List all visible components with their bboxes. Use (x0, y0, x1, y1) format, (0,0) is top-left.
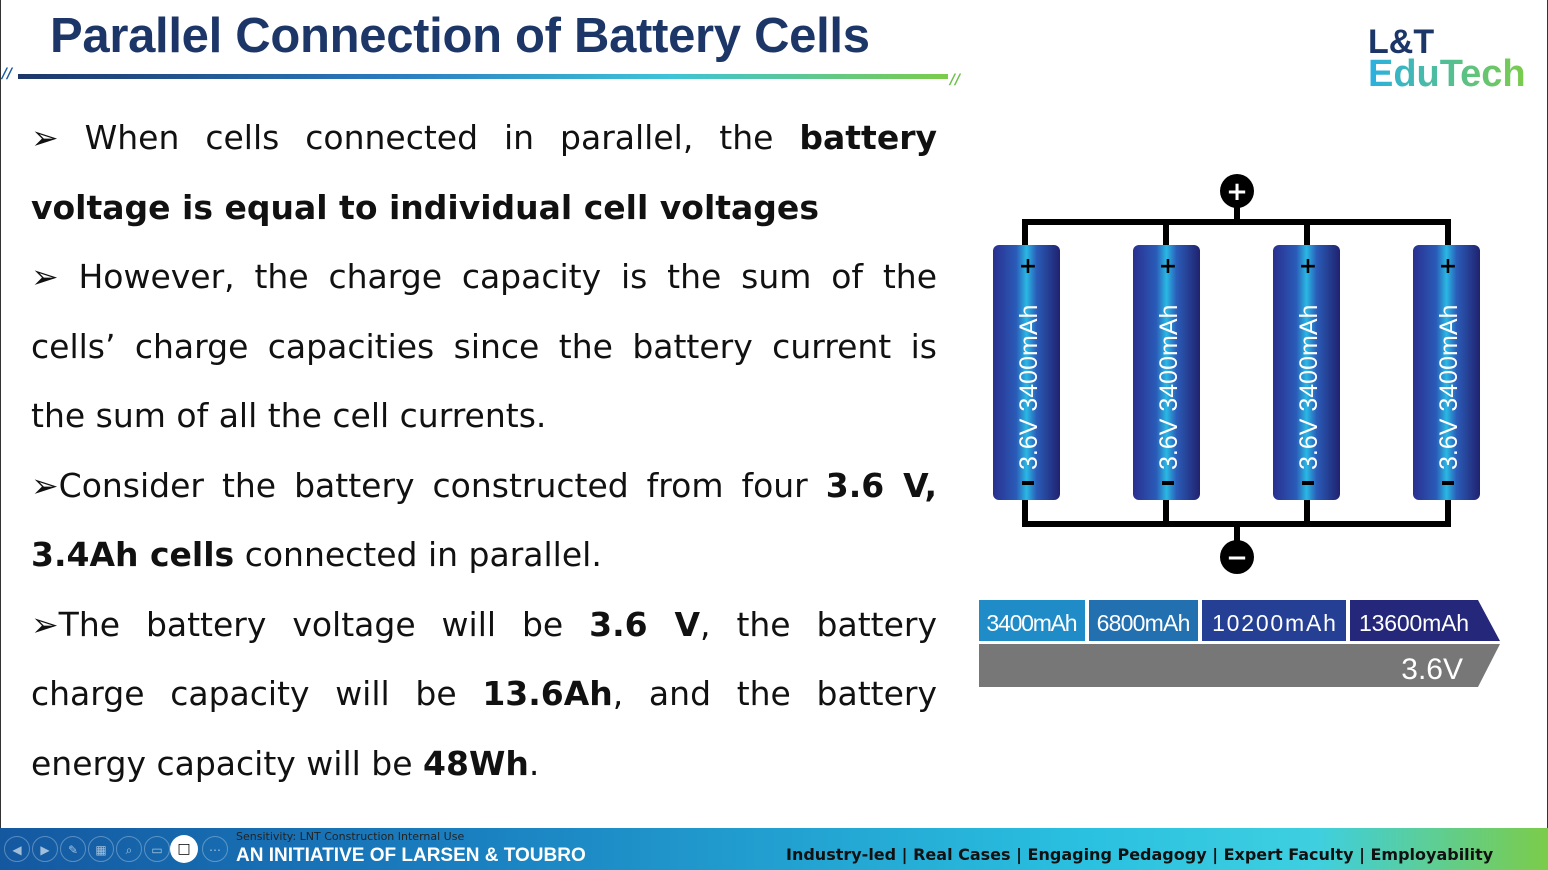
positive-terminal-label: + (1226, 177, 1248, 207)
cell-positive-label: + (1439, 254, 1457, 279)
bullet-emphasis: battery voltage is equal to individual c… (31, 118, 937, 227)
bullet-emphasis: 3.6 V, 3.4Ah cells (31, 465, 937, 575)
initiative-text: AN INITIATIVE OF LARSEN & TOUBRO (236, 845, 586, 866)
battery-cell: +3.6V 3400mAh (1133, 245, 1200, 500)
bullet-emphasis: 3.6 V (589, 604, 701, 644)
battery-cell: +3.6V 3400mAh (1413, 245, 1480, 500)
bullet-text: . (528, 743, 540, 783)
tagline: Industry-led | Real Cases | Engaging Ped… (786, 845, 1494, 864)
cell-negative-mark (1442, 481, 1454, 485)
bullet-point: ➢ However, the charge capacity is the su… (31, 242, 937, 451)
battery-cell: +3.6V 3400mAh (1273, 245, 1340, 500)
capacity-step-label: 13600mAh (1359, 610, 1469, 636)
capacity-step (1350, 600, 1500, 641)
capacity-step-label: 6800mAh (1097, 610, 1191, 636)
cell-positive-label: + (1299, 254, 1317, 279)
lt-edutech-logo: L&T EduTech (1368, 23, 1526, 95)
voltage-label: 3.6V (1401, 653, 1463, 686)
capacity-step (979, 600, 1085, 641)
capacity-step-label: 10200mAh (1212, 610, 1336, 636)
zoom-button[interactable]: ⌕ (116, 836, 142, 862)
parallel-battery-diagram: +3.6V 3400mAh+3.6V 3400mAh+3.6V 3400mAh+… (979, 174, 1500, 687)
cell-label: 3.6V 3400mAh (1155, 305, 1183, 470)
capacity-step (1089, 600, 1198, 641)
cell-negative-mark (1302, 481, 1314, 485)
cell-label: 3.6V 3400mAh (1435, 305, 1463, 470)
bullet-text: , the battery charge capacity will be (31, 604, 937, 714)
bullet-point: ➢Consider the battery constructed from f… (31, 451, 937, 590)
bullet-arrow-icon: ➢ (31, 118, 59, 157)
title-underline (18, 74, 948, 79)
battery-cell-body (1273, 245, 1340, 500)
sensitivity-label: Sensitivity: LNT Construction Internal U… (236, 830, 465, 843)
bullet-text: Consider the battery constructed from fo… (58, 465, 826, 505)
cell-label: 3.6V 3400mAh (1295, 305, 1323, 470)
title-decoration: // (2, 66, 13, 82)
more-options-button[interactable]: ⋯ (202, 836, 228, 862)
cell-negative-mark (1162, 481, 1174, 485)
subtitles-button[interactable]: ▭ (144, 836, 170, 862)
battery-cell-body (1413, 245, 1480, 500)
bullet-text: connected in parallel. (234, 535, 602, 574)
slide-title: Parallel Connection of Battery Cells (50, 9, 870, 63)
bullet-text: , and the battery energy capacity will b… (31, 674, 937, 783)
pen-tool-button[interactable]: ✎ (60, 836, 86, 862)
bullet-text: When cells connected in parallel, the (58, 118, 800, 157)
bullet-emphasis: 48Wh (423, 743, 529, 783)
bullet-text: The battery voltage will be (58, 604, 590, 644)
cell-positive-label: + (1019, 254, 1037, 279)
slide-body: ➢ When cells connected in parallel, the … (31, 103, 937, 798)
capacity-step-label: 3400mAh (986, 610, 1077, 636)
prev-slide-button[interactable]: ◀ (4, 836, 30, 862)
bullet-text: However, the charge capacity is the sum … (31, 257, 937, 435)
bullet-emphasis: 13.6Ah (482, 674, 613, 713)
bullet-point: ➢The battery voltage will be 3.6 V, the … (31, 590, 937, 799)
cell-label: 3.6V 3400mAh (1015, 305, 1043, 470)
wires (1022, 205, 1451, 543)
bullet-arrow-icon: ➢ (31, 465, 59, 505)
next-slide-button[interactable]: ▶ (32, 836, 58, 862)
title-decoration: // (950, 72, 961, 88)
cell-negative-mark (1022, 481, 1034, 485)
battery-cell: +3.6V 3400mAh (993, 245, 1060, 500)
battery-cell-body (1133, 245, 1200, 500)
slides-grid-button[interactable]: ▦ (88, 836, 114, 862)
footer-bar: ◀ ▶ ✎ ▦ ⌕ ▭ □ ⋯ Sensitivity: LNT Constru… (0, 828, 1548, 870)
capacity-step (1202, 600, 1346, 641)
logo-line2: EduTech (1368, 53, 1526, 95)
voltage-bar (979, 644, 1500, 687)
camera-icon[interactable]: □ (170, 835, 198, 863)
bullet-arrow-icon: ➢ (31, 257, 59, 296)
logo-line1: L&T (1368, 23, 1435, 61)
cell-positive-label: + (1159, 254, 1177, 279)
bullet-arrow-icon: ➢ (31, 604, 59, 644)
positive-terminal-icon (1220, 174, 1254, 208)
bullet-point: ➢ When cells connected in parallel, the … (31, 103, 937, 242)
battery-cell-body (993, 245, 1060, 500)
negative-terminal-icon (1220, 540, 1254, 574)
negative-terminal-label: − (1226, 543, 1248, 573)
